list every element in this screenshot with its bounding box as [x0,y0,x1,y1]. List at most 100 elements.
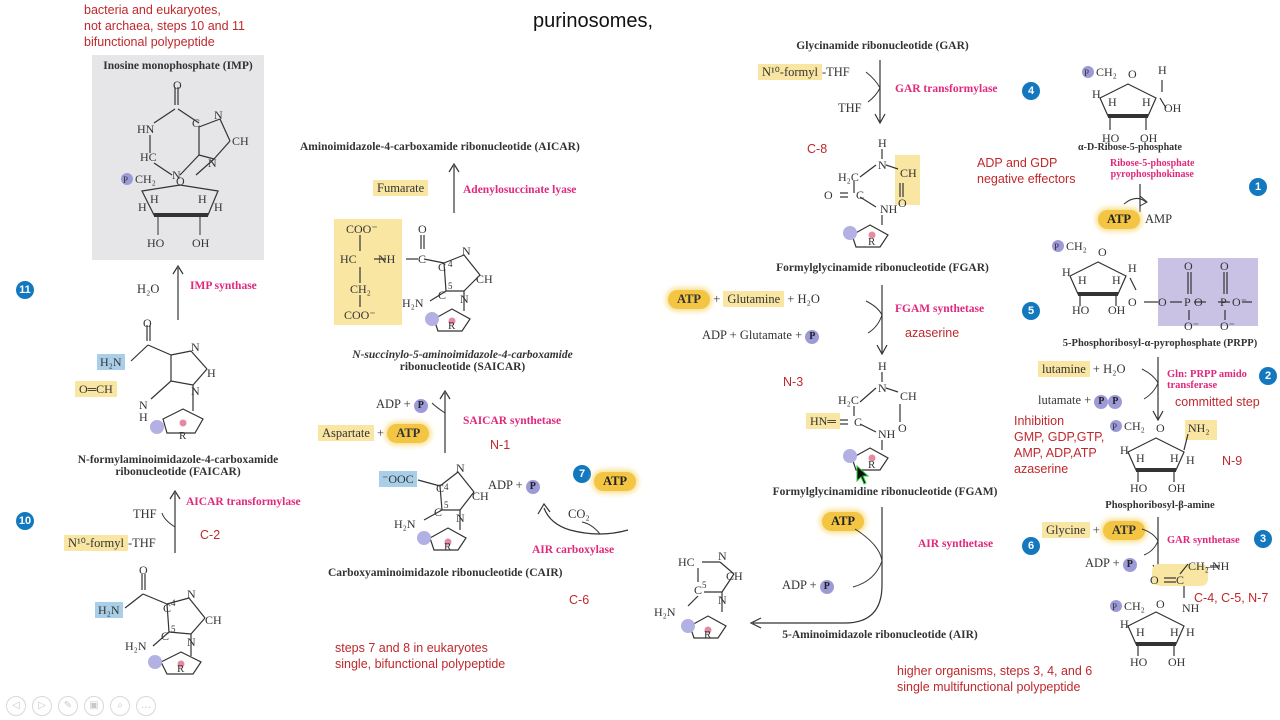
svg-text:H₂C: H₂C [838,170,859,184]
svg-text:5: 5 [448,281,453,291]
svg-text:C: C [854,415,862,429]
note-committed: committed step [1175,395,1260,409]
svg-text:H: H [1128,261,1137,275]
svg-text:O: O [1194,295,1203,309]
pyrophosphate-highlight [1158,258,1258,326]
cair-label: Carboxyaminoimidazole ribonucleotide (CA… [328,567,563,579]
svg-text:C: C [1176,573,1184,587]
previous-slide-icon[interactable]: ◁ [6,696,26,716]
svg-text:O⁻: O⁻ [1184,319,1199,332]
adp-text: ADP [488,478,513,492]
svg-text:NH: NH [880,202,898,216]
svg-text:H: H [214,200,223,214]
svg-text:P: P [1112,422,1117,432]
amp-label: AMP [1145,212,1173,226]
more-options-icon[interactable]: … [136,696,156,716]
svg-text:H: H [1078,273,1087,287]
note-c4c5n7: C-4, C-5, N-7 [1194,591,1269,605]
svg-text:4: 4 [171,598,176,608]
svg-text:H: H [1170,625,1179,639]
note-line: bacteria and eukaryotes, [84,3,221,17]
thf-suffix: -THF [821,65,850,79]
slides-grid-icon[interactable]: ▣ [84,696,104,716]
svg-text:O: O [143,316,152,330]
enzyme-air-synthetase: AIR synthetase [918,538,994,550]
note-line: azaserine [1014,462,1069,476]
thf-label-col3: THF [838,101,862,115]
plus-sign: + [1084,393,1092,407]
atp-badge-step6: ATP [822,512,865,531]
plus-sign: + [403,397,411,411]
plus-sign: + [1092,523,1100,537]
svg-text:O⁻: O⁻ [1220,319,1235,332]
plus-sign: + [713,292,721,306]
atp-badge-step7: ATP [594,472,637,491]
adp-text: ADP [376,397,401,411]
arrow-step9 [448,162,460,213]
formyl-highlight-fgar [895,155,920,205]
svg-text:H: H [198,192,207,206]
plus-sign: + [787,292,795,306]
svg-text:R: R [179,430,187,442]
svg-text:C: C [438,260,446,274]
svg-text:R: R [444,541,452,553]
enzyme-line: Ribose-5-phosphate [1110,158,1195,169]
svg-text:O: O [173,78,182,92]
pramine-label: Phosphoribosyl-β-amine [1105,500,1215,511]
aspartate-atp: Aspartate + ATP [318,424,430,443]
arrow-step4 [865,60,886,125]
svg-text:N: N [456,511,465,525]
zoom-icon[interactable]: ⌕ [110,696,130,716]
svg-text:H₂N: H₂N [394,517,416,531]
formyl-highlight: O═CH [75,381,117,397]
note-n1: N-1 [490,438,511,452]
note-line: single multifunctional polypeptide [897,680,1081,694]
svg-text:OH: OH [1140,131,1158,145]
h2n-highlight: H₂N [97,354,125,370]
svg-text:—: — [1205,559,1219,573]
faicar-line: N-formylaminoimidazole-4-carboxamide [77,454,279,466]
plus-sign: + [515,478,523,492]
svg-text:OH: OH [1164,101,1182,115]
svg-text:P: P [1220,295,1227,309]
svg-text:OH: OH [1168,481,1186,495]
adp-text: ADP [702,328,727,342]
succinyl-highlight [334,219,402,325]
hn-highlight: HN═ [806,413,840,429]
svg-text:H: H [139,410,148,424]
arrow-step6 [749,507,883,629]
enzyme-line: pyrophosphokinase [1110,169,1194,180]
enzyme-prpp-amidotransferase: Gln: PRPP amido transferase [1167,369,1247,391]
svg-text:H: H [1170,451,1179,465]
step-badge-1: 1 [1249,178,1267,196]
plus-sign: + [377,426,385,440]
svg-text:HO: HO [1130,481,1148,495]
note-c2: C-2 [200,528,221,542]
note-line: steps 7 and 8 in eukaryotes [335,641,488,655]
note-line: single, bifunctional polypeptide [335,657,506,671]
atp-badge-step1: ATP [1098,210,1141,229]
aspartate-text: Aspartate [318,425,374,441]
plus-sign: + [795,328,803,342]
air-label: 5-Aminoimidazole ribonucleotide (AIR) [782,629,978,641]
svg-text:N: N [878,381,887,395]
svg-text:H: H [150,192,159,206]
thf-label-col1: THF [133,507,157,521]
plus-sign: + [729,328,737,342]
plus-sign: + [809,578,817,592]
svg-text:HC: HC [678,555,695,569]
phosphate-icon: P [413,399,428,413]
h2o-text: H₂O [797,292,820,306]
note-steps78: steps 7 and 8 in eukaryotes single, bifu… [335,640,505,672]
svg-text:R: R [868,236,876,248]
n10-formyl-thf-col1: N¹⁰-formyl-THF [64,535,156,551]
enzyme-gar-synthetase: GAR synthetase [1167,535,1240,546]
note-line: bifunctional polypeptide [84,35,215,49]
next-slide-icon[interactable]: ▷ [32,696,52,716]
svg-text:H: H [1120,617,1129,631]
pen-icon[interactable]: ✎ [58,696,78,716]
